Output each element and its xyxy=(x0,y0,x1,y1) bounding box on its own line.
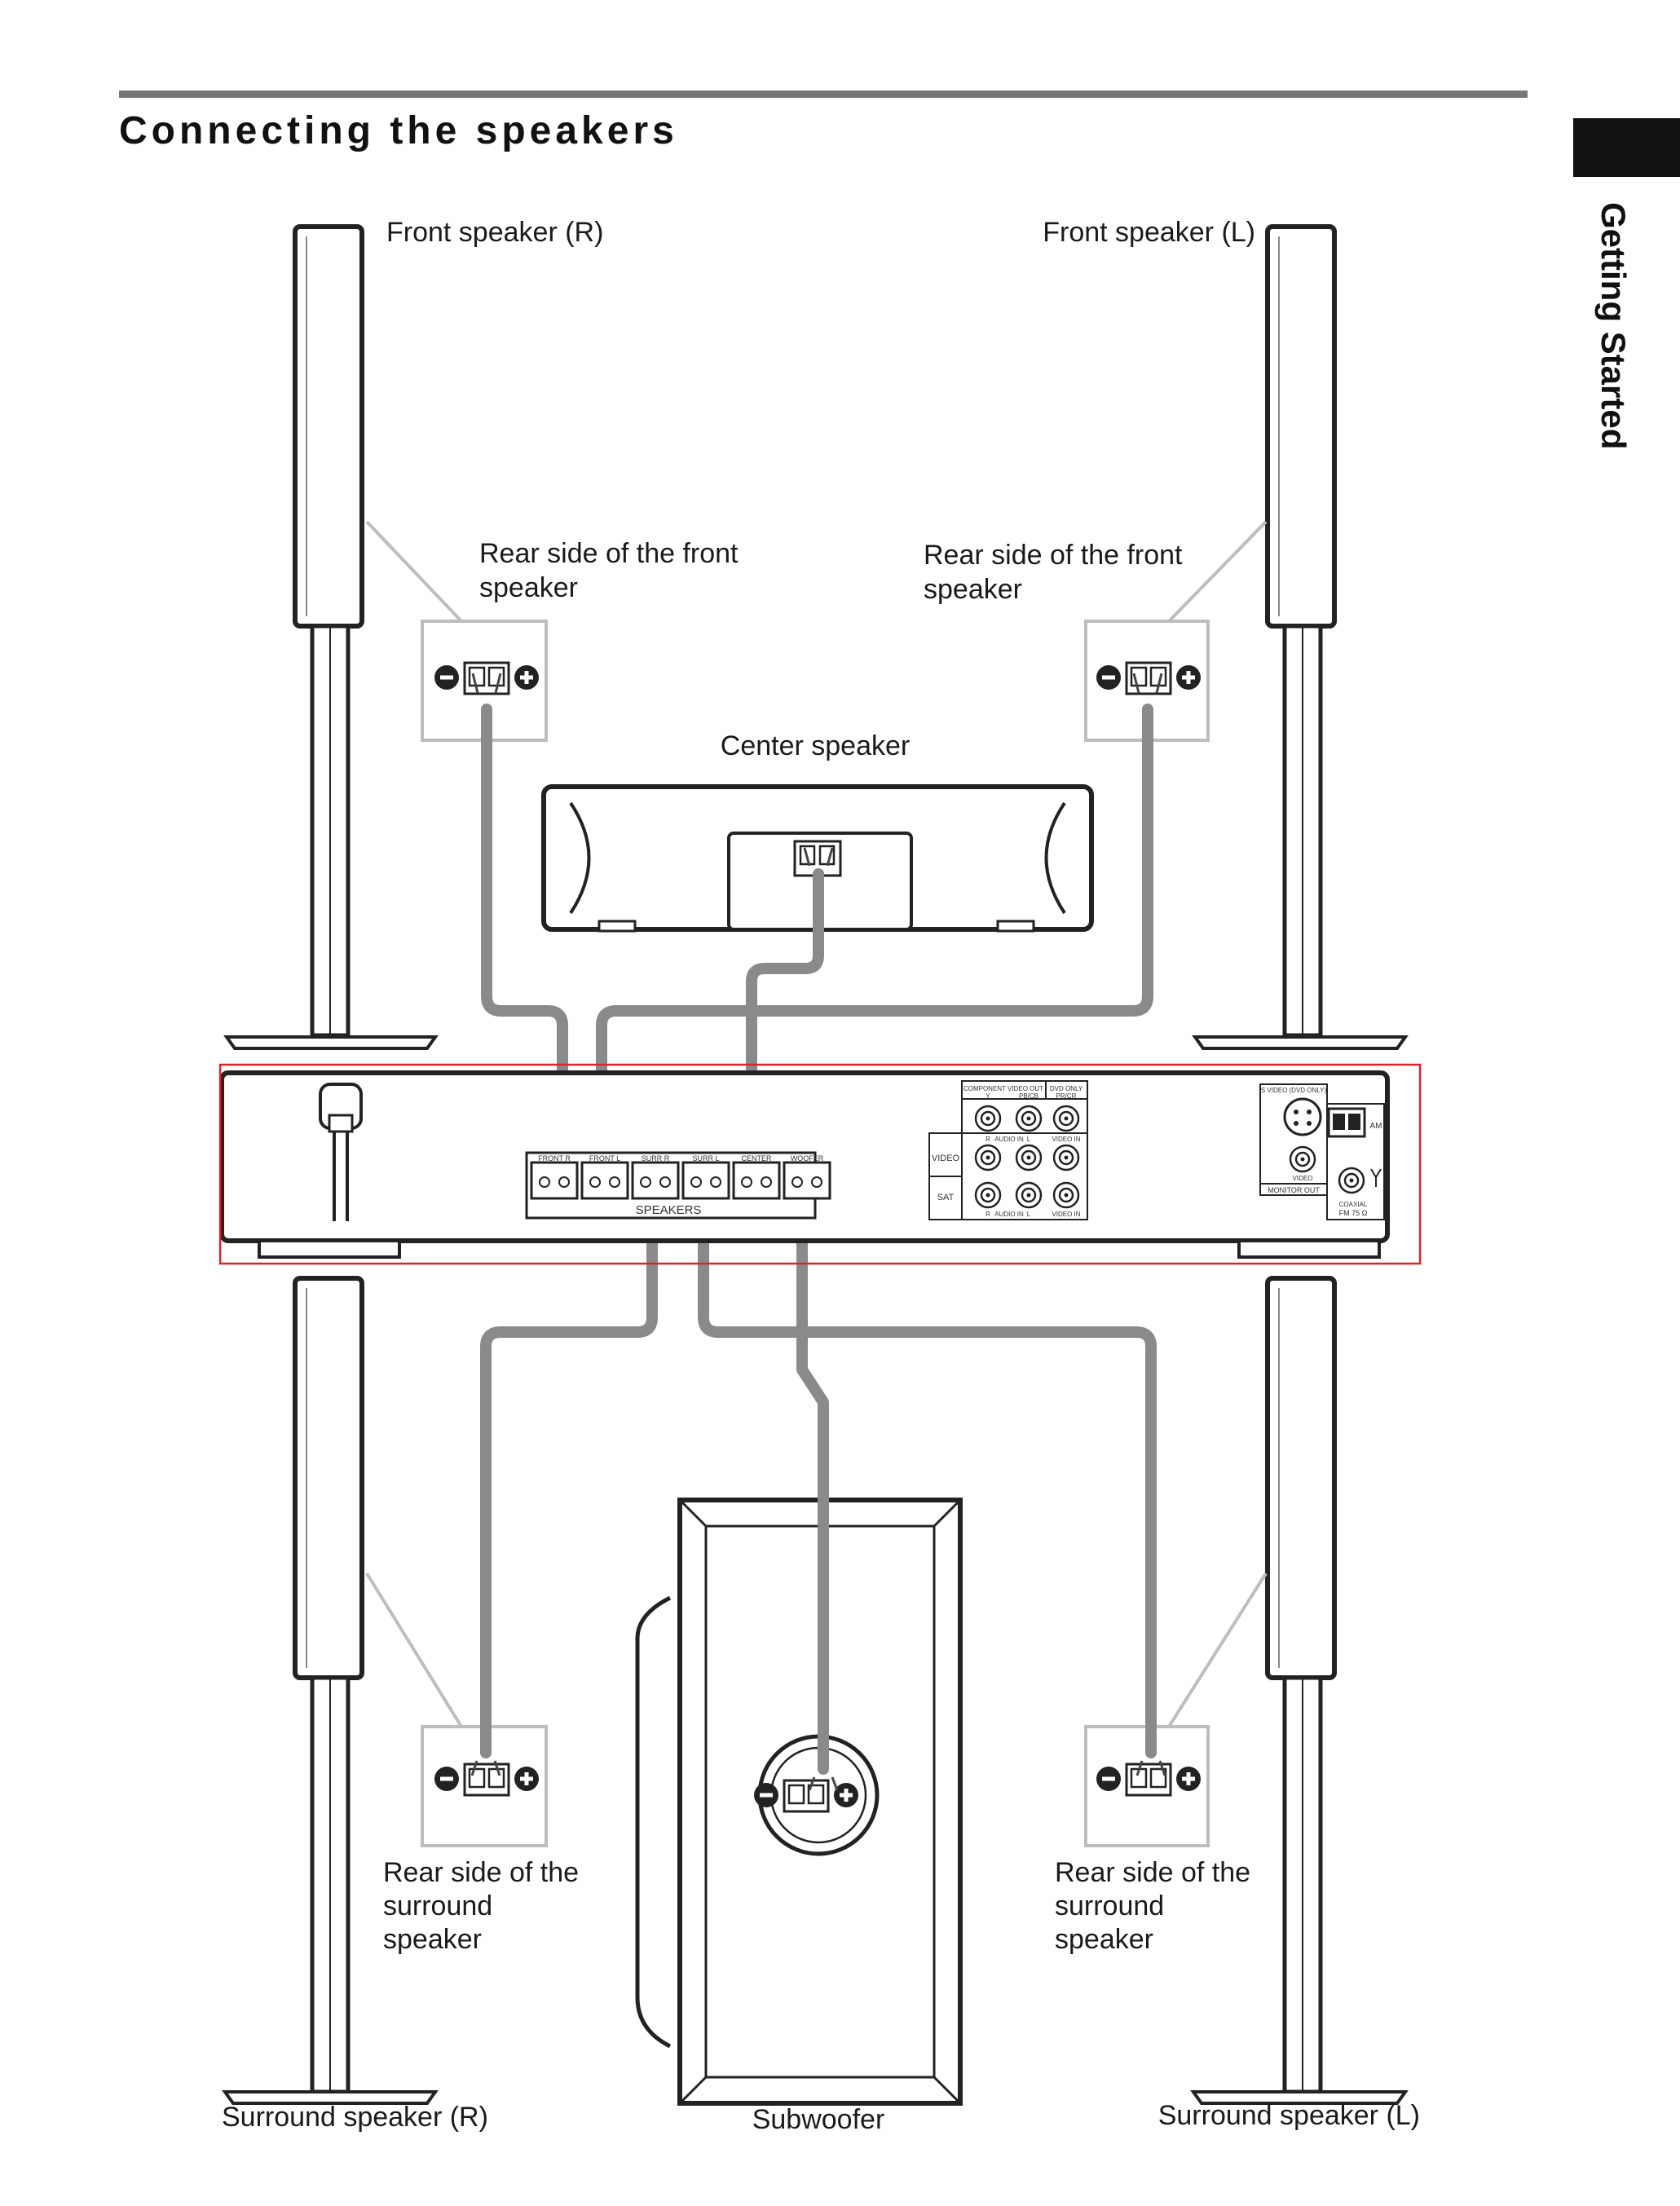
rear-surround-l-label-line2: surround xyxy=(1055,1891,1164,1921)
surround-speaker-l xyxy=(1190,1278,1409,2105)
rear-front-r-callout xyxy=(365,520,548,742)
component-video-out-label: COMPONENT VIDEO OUT xyxy=(963,1085,1043,1092)
rear-surround-r-label-line3: speaker xyxy=(383,1924,482,1955)
cable-fork-ends xyxy=(470,673,1166,1791)
side-tab-label: Getting Started xyxy=(1594,202,1633,449)
rear-front-r-label-line2: speaker xyxy=(479,572,578,603)
monitor-antenna-panel: S VIDEO (DVD ONLY) VIDEO MONITOR OUT AM … xyxy=(1259,1083,1385,1220)
audio-in-l-bottom: L xyxy=(1027,1211,1031,1218)
speakers-group-label: SPEAKERS xyxy=(636,1203,702,1217)
receiver-rear-panel: SPEAKERS FRONT R FRONT L SURR R SURR L C… xyxy=(219,1070,1390,1259)
rear-surround-r-label-line1: Rear side of the xyxy=(383,1857,579,1888)
terminal-label-front-r: FRONT R xyxy=(538,1154,571,1163)
front-speaker-r xyxy=(223,227,439,1050)
audio-in-r-top: R xyxy=(986,1136,990,1143)
surround-speaker-l-label: Surround speaker (L) xyxy=(1158,2100,1420,2131)
surround-speaker-r xyxy=(222,1278,439,2105)
audio-in-bottom: AUDIO IN xyxy=(994,1211,1024,1218)
page-title: Connecting the speakers xyxy=(119,109,678,152)
top-rule xyxy=(119,90,1528,98)
terminal-label-woofer: WOOFER xyxy=(791,1154,824,1163)
s-video-label: S VIDEO (DVD ONLY) xyxy=(1261,1087,1327,1094)
center-speaker-label: Center speaker xyxy=(721,730,910,761)
video-in-bottom: VIDEO IN xyxy=(1052,1211,1080,1218)
front-speaker-r-label: Front speaker (R) xyxy=(386,217,603,248)
video-small-label: VIDEO xyxy=(1293,1175,1313,1182)
rear-front-r-label-line1: Rear side of the front xyxy=(479,538,739,569)
am-label: AM xyxy=(1370,1122,1382,1131)
comp-col-pr: PR/CR xyxy=(1056,1092,1077,1100)
rear-front-l-callout xyxy=(1084,520,1268,742)
terminal-label-front-l: FRONT L xyxy=(589,1154,620,1163)
rear-surround-r-label-line2: surround xyxy=(383,1891,492,1921)
subwoofer-label: Subwoofer xyxy=(752,2104,885,2135)
comp-col-pb: PB/CB xyxy=(1019,1092,1038,1100)
dvd-only-label: DVD ONLY xyxy=(1050,1085,1083,1092)
av-jack-panel: COMPONENT VIDEO OUT DVD ONLY Y PB/CB PR/… xyxy=(928,1080,1088,1220)
center-speaker xyxy=(541,784,1094,933)
fm-label: FM 75 Ω xyxy=(1339,1209,1368,1217)
audio-in-r-bottom: R xyxy=(986,1211,990,1218)
rear-front-l-label-line1: Rear side of the front xyxy=(924,540,1183,571)
coaxial-label: COAXIAL xyxy=(1339,1201,1368,1208)
rear-surround-l-label-line1: Rear side of the xyxy=(1055,1857,1250,1888)
sat-row-label: SAT xyxy=(937,1193,955,1202)
rear-surround-l-label-line3: speaker xyxy=(1055,1924,1153,1955)
receiver-highlight-frame xyxy=(218,1063,1422,1265)
surround-speaker-r-label: Surround speaker (R) xyxy=(222,2102,488,2133)
front-speaker-l xyxy=(1192,227,1409,1050)
audio-in-top: AUDIO IN xyxy=(994,1136,1024,1143)
side-tab-block xyxy=(1573,118,1680,177)
video-row-label: VIDEO xyxy=(932,1154,960,1163)
s-video-jack xyxy=(1283,1097,1322,1136)
rear-front-l-label-line2: speaker xyxy=(924,574,1022,605)
audio-in-l-top: L xyxy=(1027,1136,1031,1143)
terminal-label-center: CENTER xyxy=(741,1154,772,1163)
subwoofer xyxy=(635,1498,963,2106)
video-in-top: VIDEO IN xyxy=(1052,1136,1080,1143)
rear-surround-r-callout xyxy=(365,1572,548,1847)
speaker-cables xyxy=(480,704,1157,1775)
monitor-out-label: MONITOR OUT xyxy=(1268,1186,1320,1194)
terminal-label-surr-l: SURR L xyxy=(692,1154,719,1163)
comp-col-y: Y xyxy=(986,1092,990,1100)
terminal-label-surr-r: SURR R xyxy=(642,1154,670,1163)
front-speaker-l-label: Front speaker (L) xyxy=(1043,217,1255,248)
rear-surround-l-callout xyxy=(1084,1572,1268,1847)
